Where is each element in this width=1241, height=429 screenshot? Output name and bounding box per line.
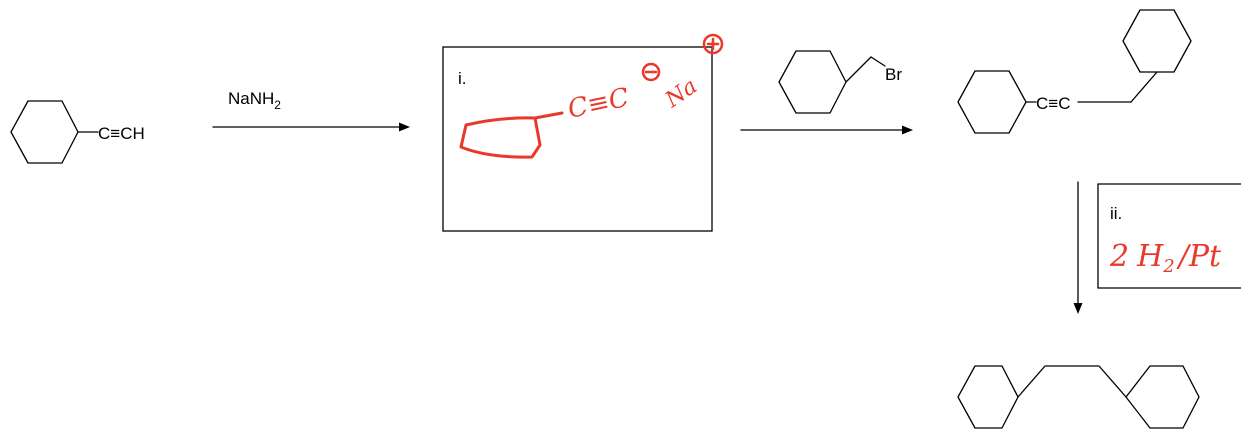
answer-box-i: i. C≡C Na <box>442 33 724 232</box>
alkyne-intermediate: C≡C <box>957 9 1192 134</box>
arrow-head <box>902 125 913 135</box>
alkyne-group-label: C≡CH <box>98 124 145 143</box>
alkyne-group-label: C≡C <box>1036 94 1070 113</box>
reaction-arrow-3 <box>1073 181 1083 314</box>
answer-box-frame <box>1097 183 1241 289</box>
cyclohexane-ring-right <box>1125 365 1200 429</box>
cyclohexane-ring <box>778 50 847 114</box>
arrow-head <box>399 122 410 132</box>
bond-line <box>1130 71 1158 103</box>
arrow-head <box>1073 303 1083 314</box>
answer-box-frame <box>442 46 713 232</box>
cyclohexane-ring-left <box>957 70 1027 134</box>
handwritten-bond <box>533 111 564 120</box>
cyclohexane-ring-left <box>957 365 1019 429</box>
reagent-label: NaNH2 <box>228 89 281 112</box>
box-label-ii: ii. <box>1110 204 1122 223</box>
reaction-arrow-2 <box>740 125 913 135</box>
handwritten-triple-bond: C≡C <box>565 83 632 125</box>
alkyl-halide-reagent: Br <box>778 50 902 114</box>
starting-material: C≡CH <box>10 100 145 164</box>
positive-charge-circle <box>702 33 724 55</box>
propane-chain <box>1017 365 1127 398</box>
handwritten-ring <box>459 116 542 159</box>
bromine-label: Br <box>885 65 902 84</box>
bromine-bond <box>870 56 886 67</box>
reaction-arrow-1: NaNH2 <box>212 89 410 132</box>
negative-charge-circle <box>641 62 661 82</box>
final-product <box>957 365 1200 429</box>
methylene-bond <box>845 56 872 83</box>
cyclohexane-ring <box>10 100 79 164</box>
box-label-i: i. <box>458 69 467 88</box>
handwritten-sodium: Na <box>660 74 702 114</box>
cyclohexane-ring-right <box>1122 9 1192 73</box>
